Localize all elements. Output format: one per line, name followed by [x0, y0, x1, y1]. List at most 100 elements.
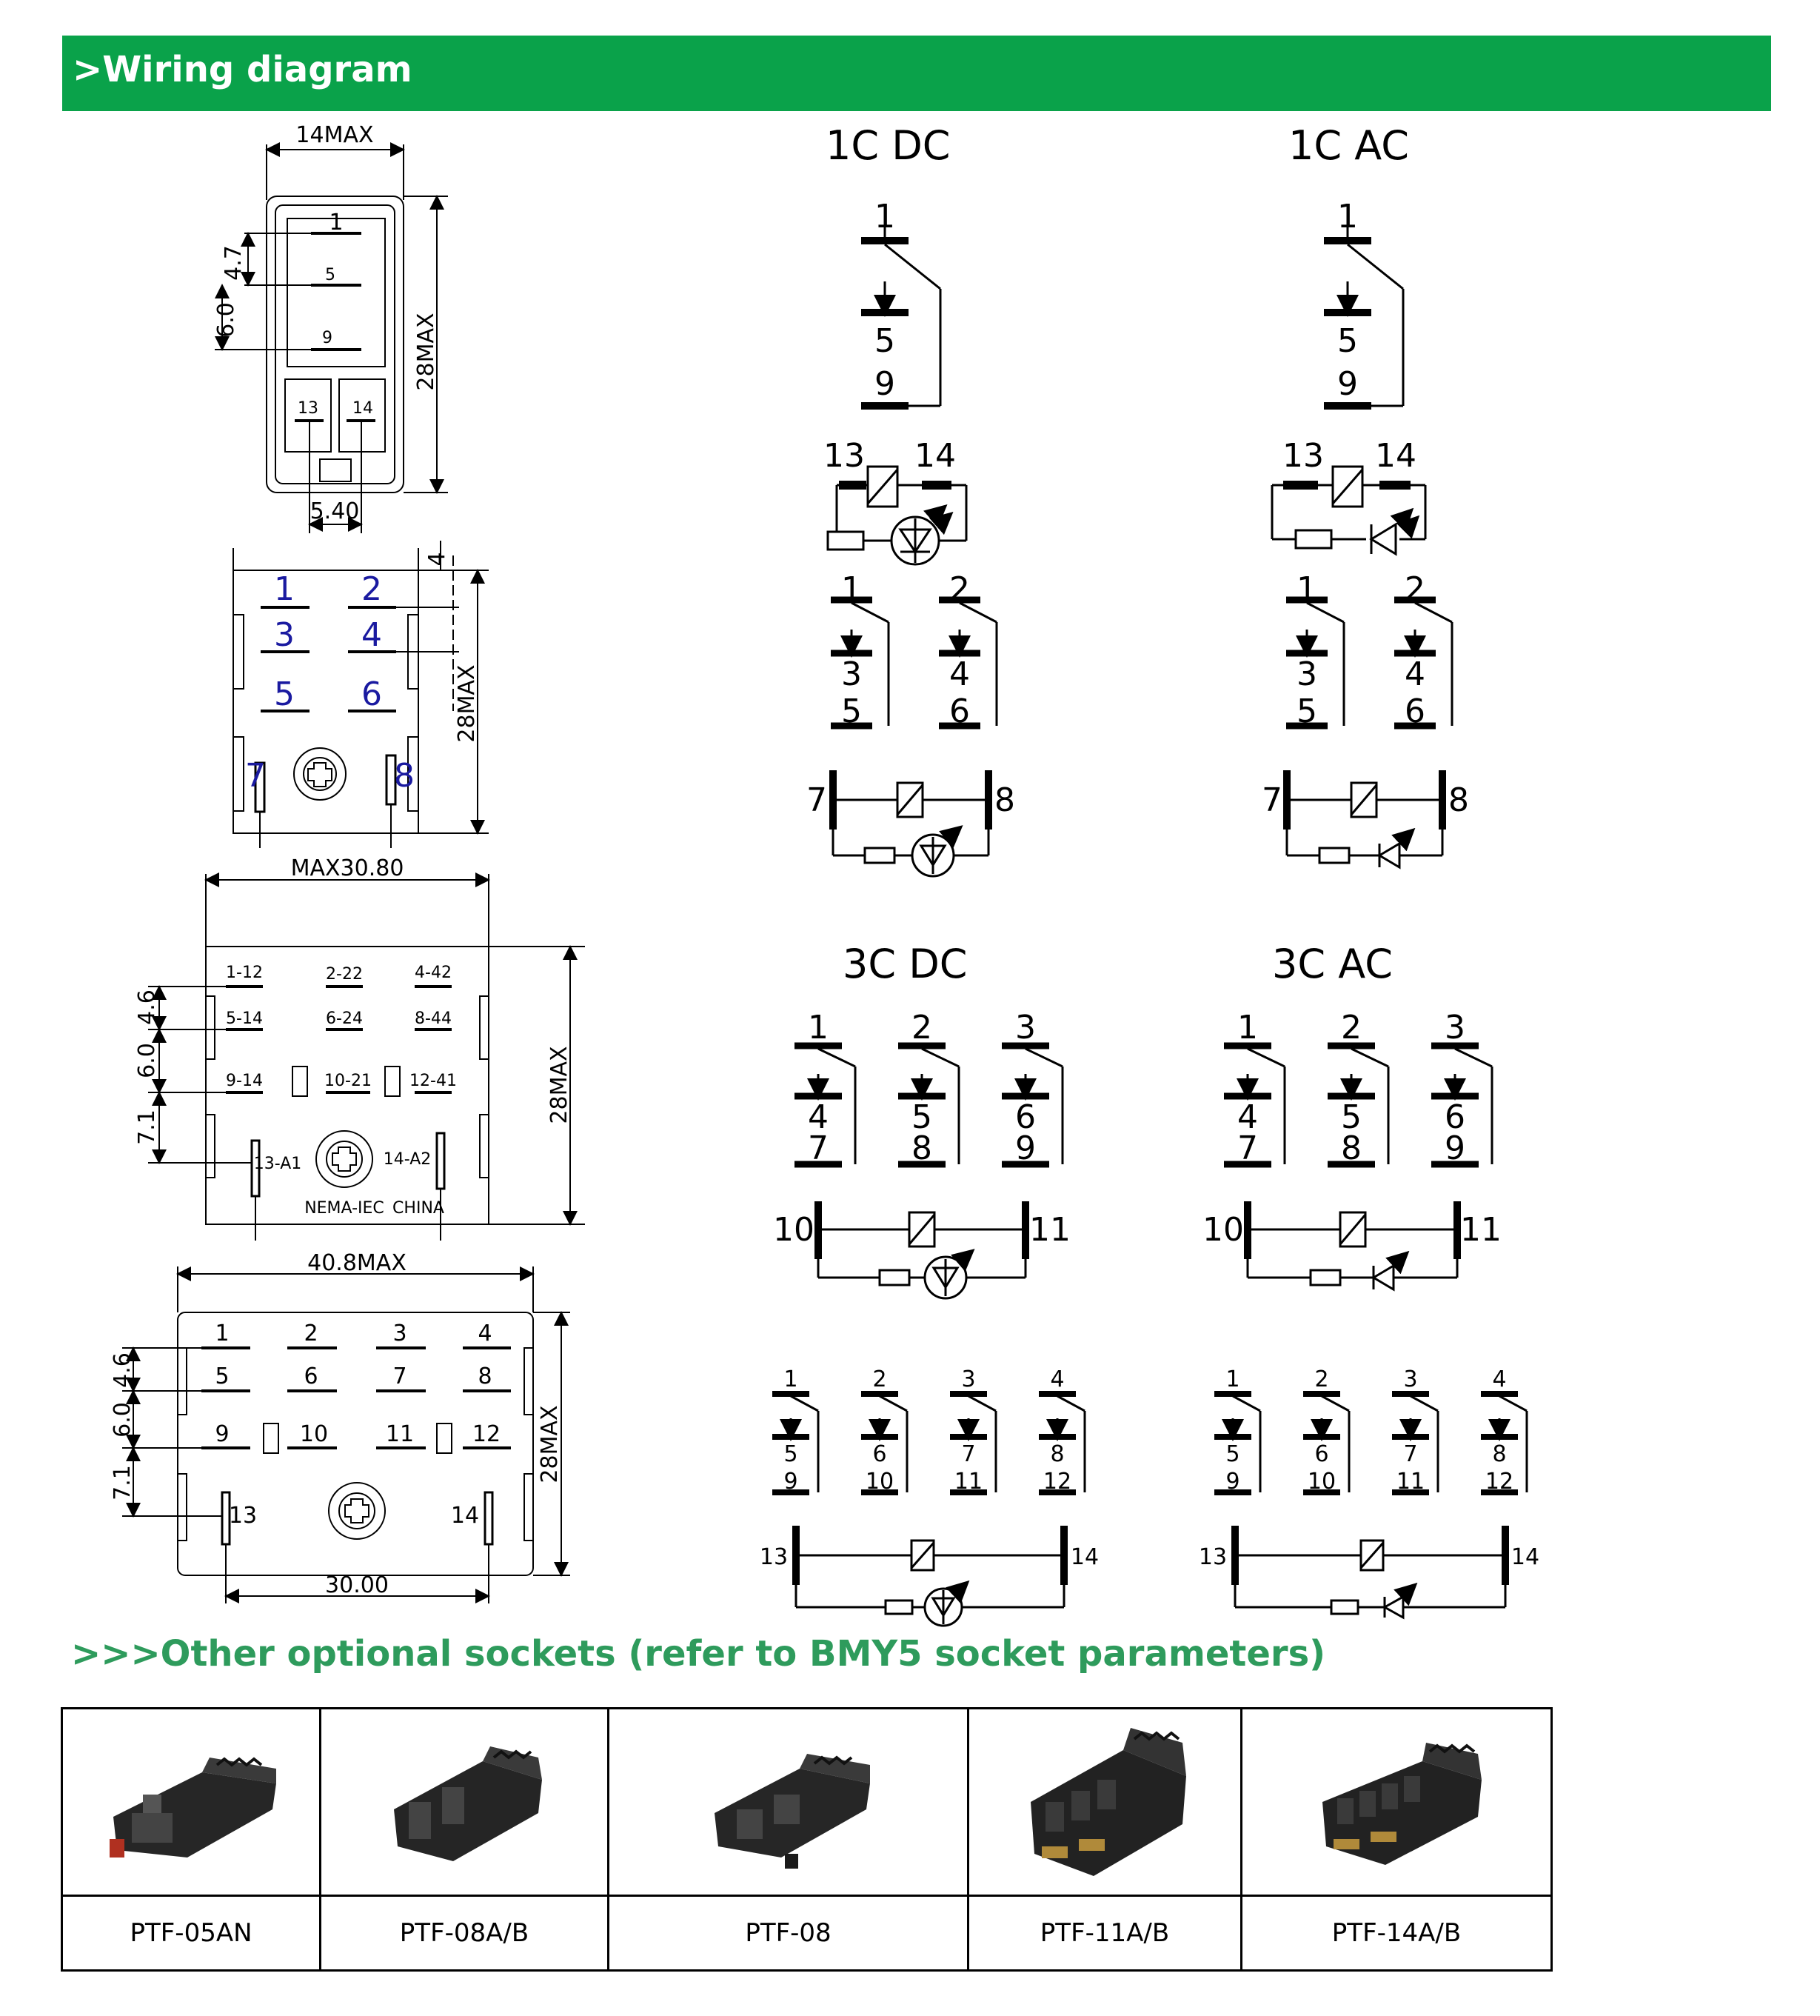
view3-pitch-b-label: 6.0 — [134, 1043, 160, 1078]
coil-label: 13 — [823, 437, 865, 475]
coil-label: 7 — [1262, 781, 1282, 819]
coil-label: 14 — [1375, 437, 1416, 475]
schematic-4c-dc: 1 5 9 2 6 10 3 7 11 4 8 12 13 14 — [760, 1366, 1099, 1627]
view1-pin-label: 1 — [329, 210, 343, 236]
view2-top-label: 4 — [424, 552, 450, 566]
view4-pin-label: 14 — [451, 1503, 479, 1529]
contact-label: 9 — [1015, 1129, 1036, 1167]
contact-label: 5 — [1225, 1441, 1239, 1467]
socket-ptf08ab-image — [394, 1746, 542, 1861]
coil-label: 7 — [806, 781, 827, 819]
coil-label: 8 — [994, 781, 1015, 819]
view4-pitch-c-label: 7.1 — [110, 1465, 136, 1501]
contact-label: 4 — [808, 1098, 829, 1136]
view4-pitch-b-label: 6.0 — [110, 1402, 136, 1438]
view4-pin-label: 9 — [215, 1421, 229, 1447]
contact-label: 2 — [872, 1366, 886, 1392]
contact-label: 2 — [1314, 1366, 1328, 1392]
contact-label: 6 — [872, 1441, 886, 1467]
coil-label: 14 — [1071, 1544, 1099, 1570]
contact-label: 3 — [961, 1366, 975, 1392]
view4-pin-label: 5 — [215, 1364, 229, 1389]
contact-label: 1 — [808, 1009, 829, 1047]
view4-pin-label: 11 — [386, 1421, 414, 1447]
schematic-2c-ac: 1 3 5 2 4 6 7 8 — [1262, 570, 1469, 870]
view4-pin-label: 8 — [478, 1364, 492, 1389]
view3-width-label: MAX30.80 — [291, 855, 404, 881]
contact-label: 11 — [1396, 1469, 1425, 1495]
view4-pitch-a-label: 4.6 — [110, 1352, 136, 1388]
coil-label: 13 — [1199, 1544, 1227, 1570]
schematic-title: 3C DC — [843, 941, 968, 987]
contact-label: 10 — [1308, 1469, 1336, 1495]
contact-label: 1 — [1225, 1366, 1239, 1392]
contact-label: 5 — [1341, 1098, 1362, 1136]
relay-1c-dimension-view — [215, 142, 448, 533]
view4-pin-label: 7 — [392, 1364, 407, 1389]
socket-image-cell — [1240, 1707, 1553, 1897]
coil-label: 11 — [1460, 1211, 1502, 1249]
sockets-name-row: PTF-05AN PTF-08A/B PTF-08 PTF-11A/B PTF-… — [61, 1895, 1553, 1972]
contact-label: 4 — [949, 655, 970, 693]
contact-label: 8 — [1341, 1129, 1362, 1167]
contact-label: 4 — [1237, 1098, 1258, 1136]
socket-ptf05an-image — [110, 1757, 276, 1858]
coil-label: 13 — [760, 1544, 788, 1570]
contact-label: 8 — [911, 1129, 932, 1167]
schematic-title: 1C DC — [826, 122, 951, 169]
contact-label: 4 — [1050, 1366, 1064, 1392]
view2-pin-label: 3 — [274, 616, 295, 654]
sockets-table: PTF-05AN PTF-08A/B PTF-08 PTF-11A/B PTF-… — [61, 1707, 1553, 1972]
contact-label: 12 — [1043, 1469, 1071, 1495]
contact-label: 2 — [911, 1009, 932, 1047]
view3-pin-label: 9-14 — [226, 1072, 263, 1090]
contact-label: 3 — [1015, 1009, 1036, 1047]
view3-pin-label: 12-41 — [409, 1072, 457, 1090]
contact-label: 5 — [1297, 692, 1317, 730]
contact-label: 7 — [1403, 1441, 1417, 1467]
relay-2c-dimension-view — [232, 541, 489, 848]
contact-label: 12 — [1485, 1469, 1513, 1495]
view3-pin-label: 1-12 — [226, 964, 263, 982]
contact-label: 6 — [1445, 1098, 1465, 1136]
view3-pin-label: 14-A2 — [384, 1150, 432, 1169]
coil-label: 14 — [914, 437, 956, 475]
coil-label: 8 — [1448, 781, 1469, 819]
view3-pin-label: 2-22 — [326, 965, 363, 984]
relay-4c-dimension-view — [122, 1266, 570, 1603]
schematic-1c-dc: 1C DC 1 5 9 13 14 — [823, 122, 968, 566]
view4-pin-label: 1 — [215, 1321, 229, 1346]
contact-label: 9 — [783, 1469, 797, 1495]
view1-width-label: 14MAX — [295, 122, 373, 148]
view3-height-label: 28MAX — [546, 1046, 572, 1124]
socket-image-cell — [967, 1707, 1242, 1897]
view4-pin-label: 13 — [229, 1503, 257, 1529]
schematic-title: 3C AC — [1272, 941, 1393, 987]
contact-label: 1 — [1337, 198, 1358, 236]
schematic-3c-dc: 3C DC 1 4 7 2 5 8 3 6 9 10 11 — [773, 941, 1071, 1300]
socket-name: PTF-11A/B — [967, 1895, 1242, 1972]
view3-mark-right: CHINA — [392, 1199, 444, 1218]
section-header: >Wiring diagram — [62, 36, 1771, 111]
view1-height-label: 28MAX — [413, 313, 439, 390]
coil-label: 11 — [1029, 1211, 1071, 1249]
view2-pin-label: 2 — [361, 570, 382, 608]
contact-label: 9 — [1225, 1469, 1239, 1495]
socket-ptf08-image — [714, 1754, 870, 1869]
contact-label: 5 — [841, 692, 862, 730]
view1-pitch-a-label: 4.7 — [221, 245, 247, 281]
contact-label: 5 — [783, 1441, 797, 1467]
view3-pin-label: 4-42 — [415, 964, 452, 982]
view2-pin-label: 5 — [274, 675, 295, 713]
coil-label: 13 — [1282, 437, 1324, 475]
sockets-photo-row — [61, 1707, 1553, 1897]
contact-label: 1 — [1237, 1009, 1258, 1047]
contact-label: 2 — [1341, 1009, 1362, 1047]
contact-label: 9 — [1445, 1129, 1465, 1167]
contact-label: 2 — [1405, 570, 1425, 608]
coil-label: 10 — [1202, 1211, 1244, 1249]
relay-3c-dimension-view — [148, 872, 585, 1241]
view1-pin-label: 9 — [322, 329, 332, 347]
wiring-diagram: 14MAX 28MAX 4.7 6.0 1 5 9 13 14 5.40 — [110, 122, 1539, 1627]
view2-pin-label: 7 — [245, 757, 266, 795]
